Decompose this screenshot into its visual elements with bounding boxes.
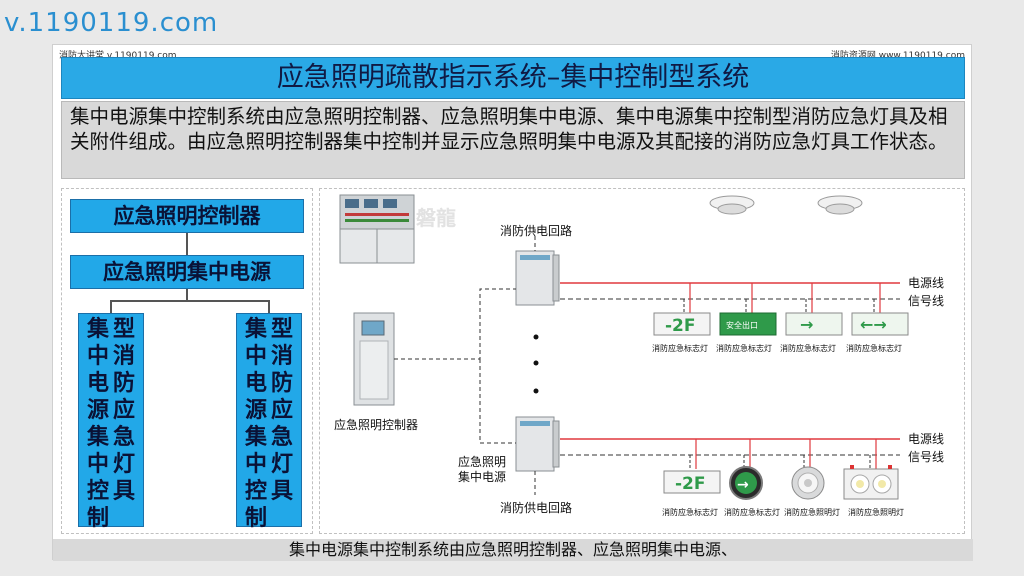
bottom-lamp-label: 消防应急照明灯 xyxy=(784,507,840,517)
wiring-diagram: 磐龍 应急照明控制器 xyxy=(334,194,944,517)
psu-label-line2: 集中电源 xyxy=(458,469,506,484)
power-supply-top-icon xyxy=(515,250,560,306)
ceiling-emergency-light xyxy=(791,466,825,500)
controller-signal-wiring xyxy=(394,229,536,495)
lamp-box-b-col2: 型消防应急灯具 xyxy=(270,317,293,504)
psu-label-line1: 应急照明 xyxy=(458,454,506,469)
round-exit-sign: → xyxy=(729,466,763,500)
controller-console-icon xyxy=(339,194,415,264)
exit-sign-arrow-right: → xyxy=(785,312,843,336)
connector-line xyxy=(186,289,188,301)
ellipsis-dot xyxy=(533,360,539,366)
power-supply-bottom-icon xyxy=(515,416,560,472)
slide-description: 集中电源集中控制系统由应急照明控制器、应急照明集中电源、集中电源集中控制型消防应… xyxy=(61,101,965,179)
lamp-box-a-col1: 集中电源集中控制 xyxy=(86,317,109,531)
top-drop-signal xyxy=(683,299,875,313)
top-lamp-label: 消防应急标志灯 xyxy=(780,343,836,353)
power-line-top-label: 电源线 xyxy=(908,276,944,290)
svg-text:→: → xyxy=(737,477,749,493)
top-lamp-label: 消防应急标志灯 xyxy=(716,343,772,353)
bottom-lamp-label: 消防应急标志灯 xyxy=(662,507,718,517)
signal-line-top-label: 信号线 xyxy=(908,294,944,308)
connector-line xyxy=(110,300,112,313)
site-watermark: v.1190119.com xyxy=(4,8,219,38)
ellipsis-dot xyxy=(533,388,539,394)
lamp-box-b: 集中电源集中控制 型消防应急灯具 xyxy=(236,313,302,531)
wiring-diagram-panel: 磐龍 应急照明控制器 xyxy=(319,188,965,534)
smoke-detector-icon xyxy=(709,195,755,215)
top-drop-power xyxy=(689,283,881,313)
bottom-drop-power xyxy=(695,439,877,469)
top-lamp-label: 消防应急标志灯 xyxy=(652,343,708,353)
header-right-text: 消防资源网 www.1190119.com xyxy=(830,51,965,61)
supply-circuit-bottom-label: 消防供电回路 xyxy=(500,500,572,515)
controller-label: 应急照明控制器 xyxy=(334,417,418,432)
exit-sign-floor-top: -2F xyxy=(653,312,711,336)
block-diagram-panel: 应急照明控制器 应急照明集中电源 集中电源集中控制 型消防应急灯具 集中电源集中… xyxy=(61,188,313,534)
exit-sign-arrow-both: ←→ xyxy=(851,312,909,336)
connector-line xyxy=(186,233,188,255)
controller-box: 应急照明控制器 xyxy=(70,199,304,233)
slide-title: 应急照明疏散指示系统–集中控制型系统 xyxy=(61,57,965,99)
smoke-detector-icon xyxy=(817,195,863,215)
signal-line-bottom-label: 信号线 xyxy=(908,450,944,464)
header-left-text: 消防大讲堂 v.1190119.com xyxy=(59,51,177,61)
bottom-lamp-label: 消防应急标志灯 xyxy=(724,507,780,517)
bottom-drop-signal xyxy=(689,455,871,469)
ellipsis-dot xyxy=(533,334,539,340)
subtitle-caption: 集中电源集中控制系统由应急照明控制器、应急照明集中电源、 xyxy=(53,539,973,561)
twin-head-emergency-light xyxy=(843,465,899,500)
svg-text:-2F: -2F xyxy=(675,474,706,494)
lamp-box-a-col2: 型消防应急灯具 xyxy=(112,317,135,504)
slide: 消防大讲堂 v.1190119.com 消防资源网 www.1190119.co… xyxy=(52,44,973,561)
lamp-box-a: 集中电源集中控制 型消防应急灯具 xyxy=(78,313,144,531)
connector-line xyxy=(110,300,270,302)
lamp-box-b-col1: 集中电源集中控制 xyxy=(244,317,267,531)
bottom-lamp-label: 消防应急照明灯 xyxy=(848,507,904,517)
svg-text:→: → xyxy=(800,315,813,334)
power-line-bottom-label: 电源线 xyxy=(908,432,944,446)
exit-sign-safety-exit: 安全出口 xyxy=(719,312,777,336)
brand-watermark: 磐龍 xyxy=(416,206,456,230)
power-supply-box: 应急照明集中电源 xyxy=(70,255,304,289)
supply-circuit-top-label: 消防供电回路 xyxy=(500,223,572,238)
svg-text:-2F: -2F xyxy=(665,316,696,336)
svg-text:←→: ←→ xyxy=(860,315,887,334)
connector-line xyxy=(268,300,270,313)
top-lamp-label: 消防应急标志灯 xyxy=(846,343,902,353)
controller-cabinet-icon xyxy=(353,312,395,406)
exit-sign-floor-bottom: -2F xyxy=(663,470,721,494)
svg-text:安全出口: 安全出口 xyxy=(726,320,758,330)
